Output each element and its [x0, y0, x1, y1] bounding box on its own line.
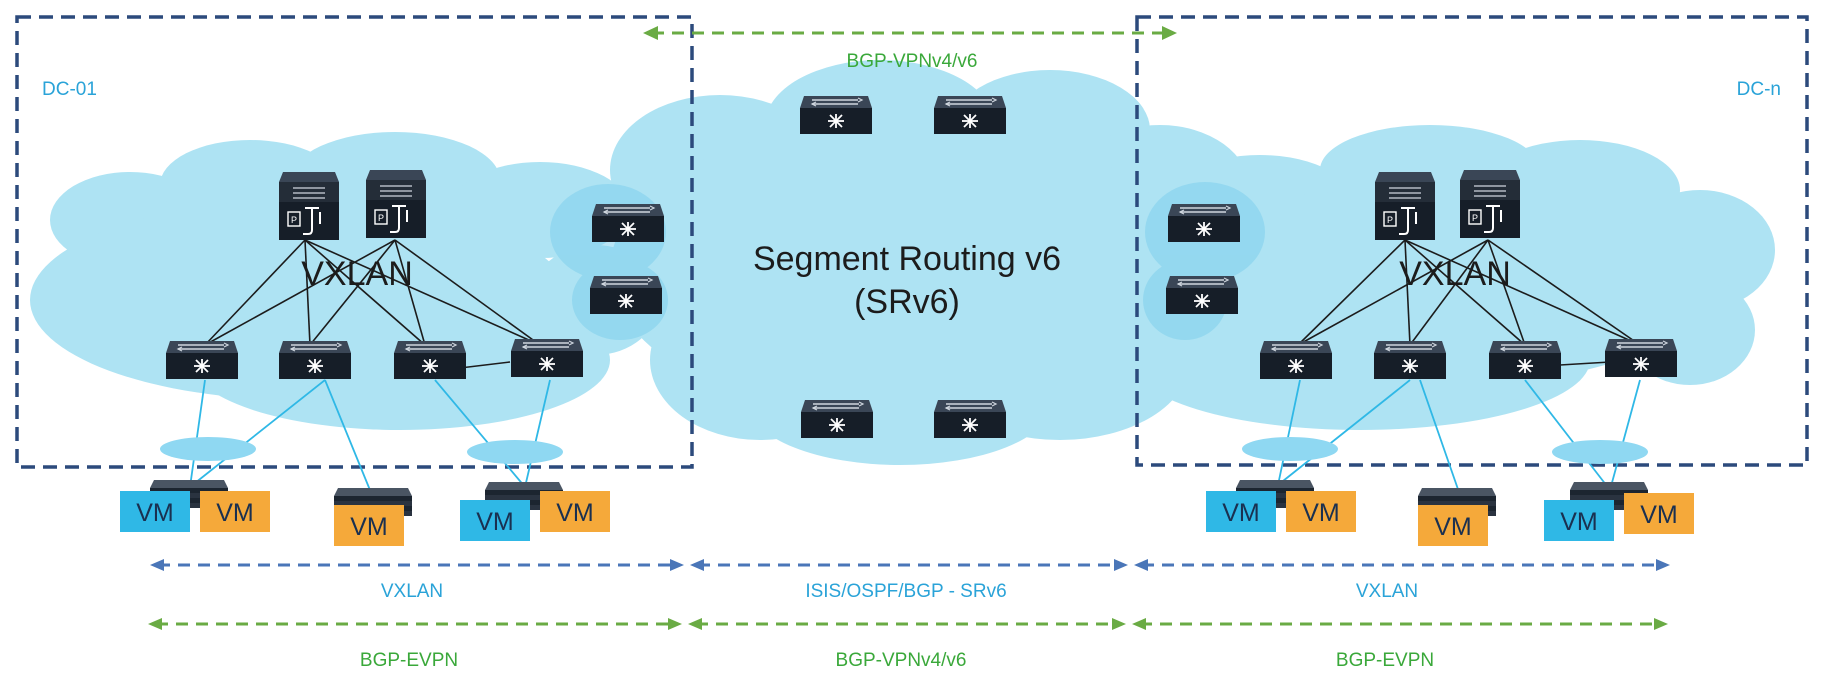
core-switch-3: [800, 399, 874, 439]
vm-label: VM: [1222, 499, 1260, 527]
right-vm-pool-a: [1242, 437, 1338, 461]
vm-group-left-2: VM: [334, 505, 404, 546]
vxlan-right-fabric-label: VXLAN: [1399, 255, 1511, 293]
right-leaf-switch-4: [1604, 338, 1678, 378]
left-gateway-switch-2: [589, 275, 663, 315]
vm-label: VM: [1434, 513, 1472, 541]
dc-01-label: DC-01: [42, 79, 97, 100]
vm-label: VM: [476, 508, 514, 536]
left-vm-pool-a: [160, 437, 256, 461]
vm-box-blue: [120, 491, 190, 532]
right-gateway-switch-1: [1167, 203, 1241, 243]
vm-box-blue: [1544, 500, 1614, 541]
vm-label: VM: [350, 513, 388, 541]
core-title-line1: Segment Routing v6: [753, 240, 1061, 278]
left-leaf-switch-2: [278, 340, 352, 380]
left-leaf-switch-3: [393, 340, 467, 380]
vm-label: VM: [216, 499, 254, 527]
vm-group-right-2: VM: [1418, 505, 1488, 546]
left-border-router-2: [365, 169, 427, 239]
left-border-router-1: [278, 171, 340, 241]
vm-group-left-3: VM VM: [460, 491, 610, 541]
vm-box-blue: [460, 500, 530, 541]
right-fabric-links: [1297, 239, 1641, 366]
core-switch-2: [933, 95, 1007, 135]
right-leaf-switch-1: [1259, 340, 1333, 380]
right-vm-pool-b: [1552, 440, 1648, 464]
right-leaf-switch-3: [1488, 340, 1562, 380]
row2-label-center: BGP-VPNv4/v6: [836, 650, 967, 671]
vm-box-blue: [1206, 491, 1276, 532]
vm-box-orange: [200, 491, 270, 532]
bottom-row1-arrowheads: [150, 559, 1670, 571]
right-access-links: [1277, 379, 1641, 496]
vm-box-orange: [1418, 505, 1488, 546]
row1-label-center: ISIS/OSPF/BGP - SRv6: [805, 581, 1006, 602]
row2-label-left: BGP-EVPN: [360, 650, 458, 671]
row1-label-right: VXLAN: [1356, 581, 1418, 602]
core-switch-1: [799, 95, 873, 135]
dc-n-boundary: [1135, 15, 1809, 467]
right-border-router-2: [1459, 169, 1521, 239]
vm-label: VM: [136, 499, 174, 527]
right-border-router-1: [1374, 171, 1436, 241]
right-leaf-switch-2: [1373, 340, 1447, 380]
vm-group-right-1: VM VM: [1206, 491, 1356, 532]
right-gateway-switch-2: [1165, 275, 1239, 315]
dc-n-label: DC-n: [1737, 79, 1781, 100]
vxlan-left-fabric-label: VXLAN: [301, 255, 413, 293]
left-fabric-links: [204, 239, 541, 369]
vm-box-orange: [540, 491, 610, 532]
left-vm-pool-b: [467, 440, 563, 464]
bottom-row2-arrowheads: [148, 618, 1668, 630]
row1-label-left: VXLAN: [381, 581, 443, 602]
vm-group-right-3: VM VM: [1544, 493, 1694, 541]
vm-box-orange: [1286, 491, 1356, 532]
left-leaf-switch-1: [165, 340, 239, 380]
vm-label: VM: [1560, 508, 1598, 536]
vm-box-orange: [334, 505, 404, 546]
left-leaf-switch-4: [510, 338, 584, 378]
vm-label: VM: [1302, 499, 1340, 527]
left-access-links: [189, 379, 551, 496]
vm-label: VM: [556, 499, 594, 527]
core-title-line2: (SRv6): [854, 283, 960, 321]
left-gateway-switch-1: [591, 203, 665, 243]
dc-01-boundary: [15, 15, 694, 469]
top-bgp-vpn-arrow: [643, 26, 1177, 40]
top-protocol-label: BGP-VPNv4/v6: [847, 51, 978, 72]
vm-group-left-1: VM VM: [120, 491, 270, 532]
row2-label-right: BGP-EVPN: [1336, 650, 1434, 671]
vm-box-orange: [1624, 493, 1694, 534]
core-switch-4: [933, 399, 1007, 439]
vm-label: VM: [1640, 501, 1678, 529]
